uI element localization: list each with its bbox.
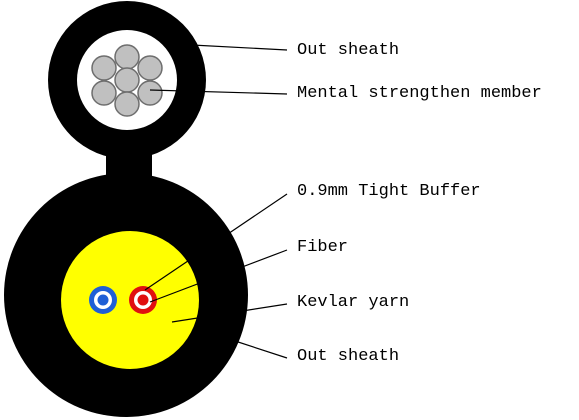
label-out-sheath-bottom: Out sheath: [297, 347, 400, 366]
label-strength-member: Mental strengthen member: [297, 84, 542, 103]
red-tight-buffer: [129, 286, 157, 314]
leader-out-sheath-bottom: [231, 339, 288, 359]
wire-strand: [137, 55, 163, 81]
label-out-sheath-top: Out sheath: [297, 41, 400, 60]
label-fiber: Fiber: [297, 238, 349, 257]
leader-strength-member: [149, 89, 288, 95]
label-tight-buffer: 0.9mm Tight Buffer: [297, 182, 481, 201]
leader-tight-buffer: [144, 193, 288, 291]
leader-kevlar: [171, 303, 288, 323]
blue-fiber-core: [97, 294, 109, 306]
wire-strand: [91, 55, 117, 81]
leader-fiber: [149, 249, 288, 303]
wire-strand: [91, 80, 117, 106]
wire-strand: [114, 44, 140, 70]
leader-lines: [144, 44, 288, 359]
label-kevlar-yarn: Kevlar yarn: [297, 293, 410, 312]
wire-strand: [114, 67, 140, 93]
metal-strength-member: [91, 44, 163, 117]
wire-strand: [114, 91, 140, 117]
wire-strand: [137, 80, 163, 106]
blue-tight-buffer: [89, 286, 117, 314]
leader-out-sheath-top: [191, 44, 288, 51]
red-fiber-core: [137, 294, 149, 306]
